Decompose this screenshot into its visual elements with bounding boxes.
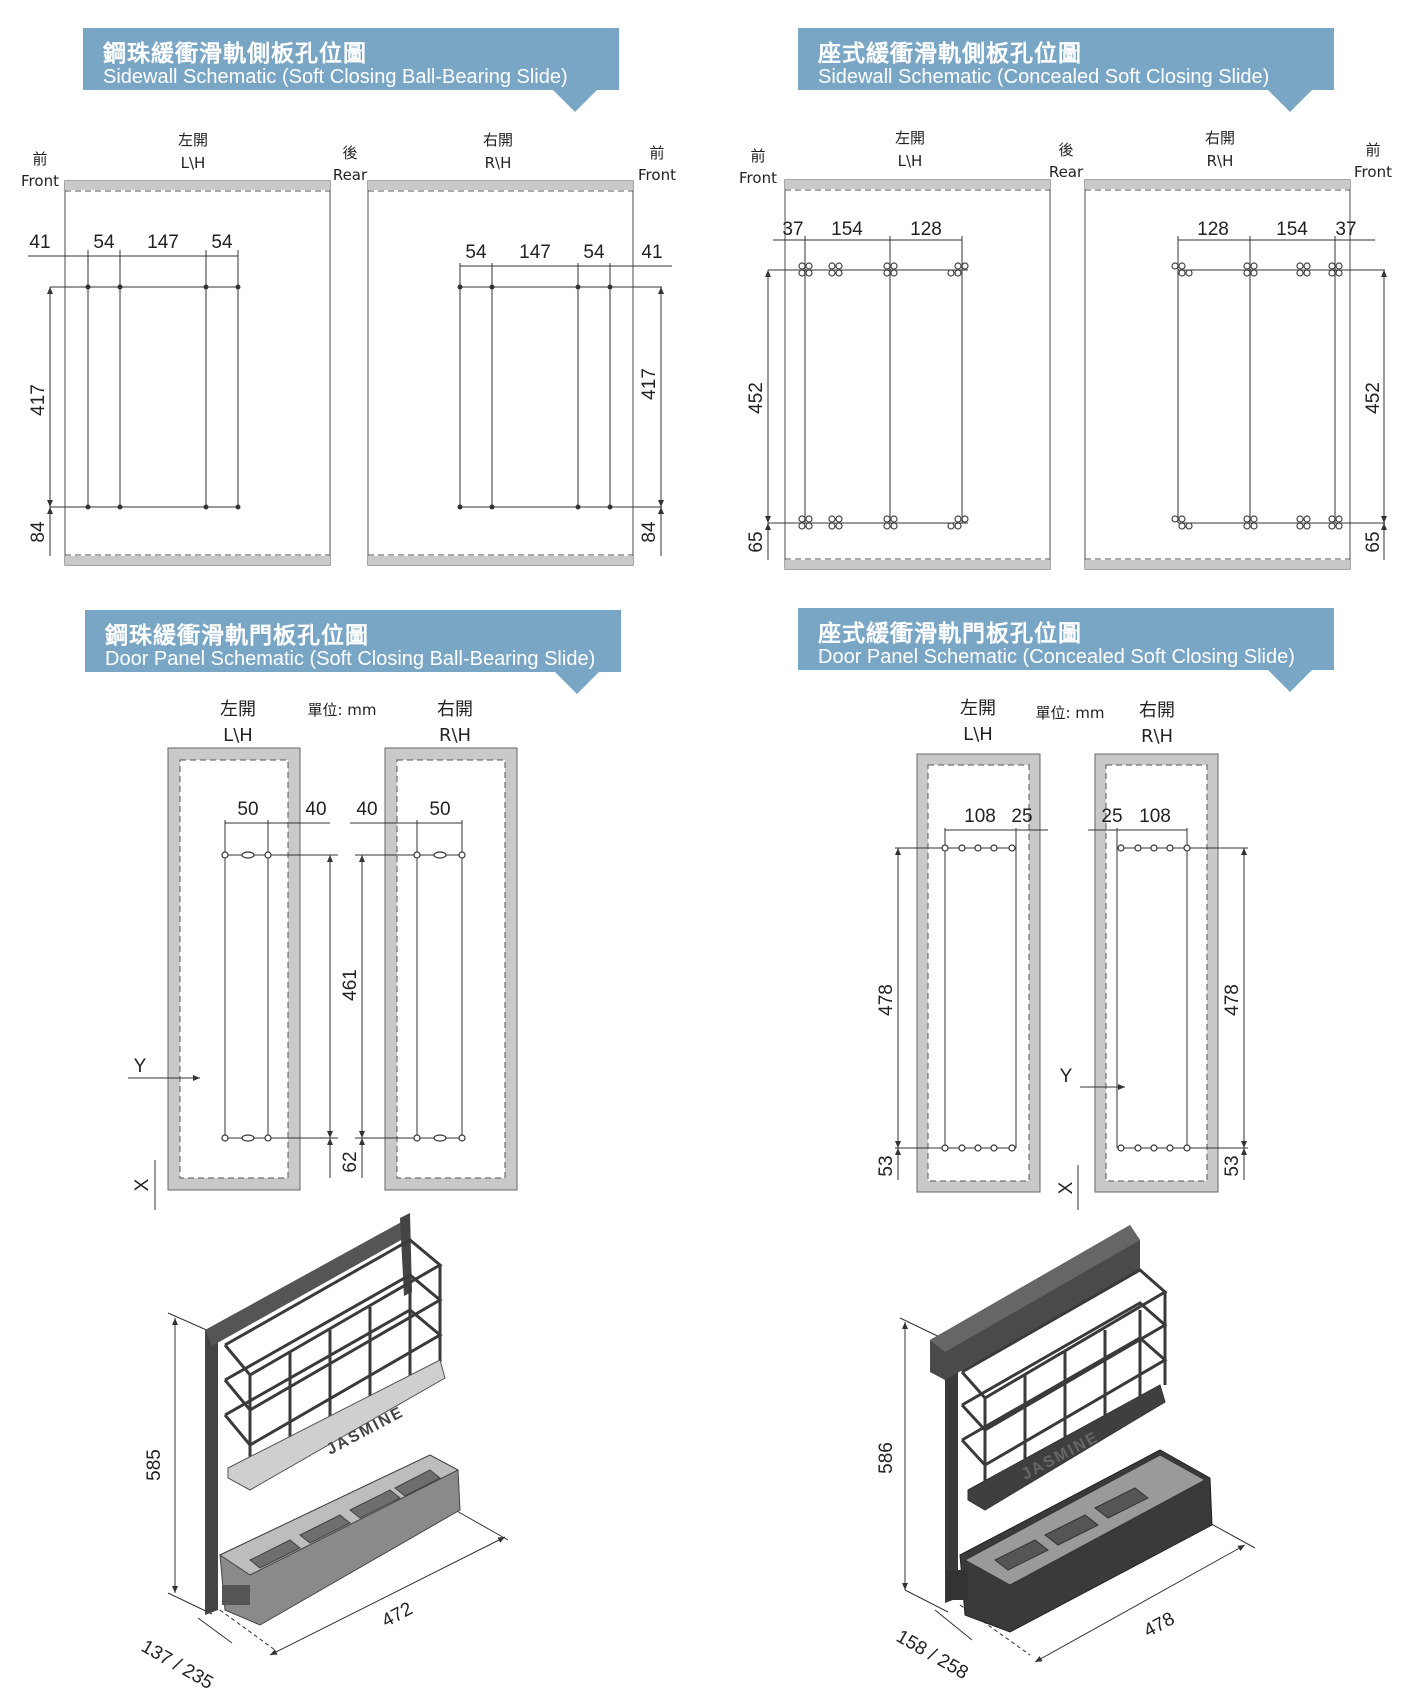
front-label-zh: 前: [1365, 141, 1380, 159]
dim-bottom: 65: [746, 531, 767, 552]
dim-bottom: 84: [28, 521, 49, 543]
right-hand-label-zh: 右開: [1205, 129, 1235, 147]
banner-title-en: Sidewall Schematic (Concealed Soft Closi…: [818, 66, 1270, 88]
banner-title-zh: 座式緩衝滑軌門板孔位圖: [818, 621, 1082, 647]
dim-width: 478: [1140, 1608, 1178, 1641]
door-concealed-labels: 左開 L\H 單位: mm 右開 R\H 108 25 25 108 478 5…: [876, 698, 1243, 1194]
right-hand-label-zh: 右開: [1139, 700, 1175, 721]
unit-label: 單位: mm: [1035, 704, 1104, 722]
banner-door-concealed: 座式緩衝滑軌門板孔位圖 Door Panel Schematic (Concea…: [798, 608, 1334, 692]
dim-value: 54: [93, 232, 115, 253]
dim-value: 50: [237, 799, 258, 820]
dim-value: 54: [211, 232, 233, 253]
dim-value: 25: [1101, 806, 1122, 827]
dim-bottom: 62: [340, 1151, 361, 1172]
banner-title-en: Door Panel Schematic (Concealed Soft Clo…: [818, 646, 1295, 668]
rear-label-zh: 後: [342, 144, 357, 162]
left-hand-label-en: L\H: [963, 724, 993, 745]
dim-height: 478: [1222, 984, 1243, 1016]
dim-value: 37: [782, 219, 803, 240]
dim-depth: 158 / 258: [893, 1626, 972, 1684]
banner-door-ball: 鋼珠緩衝滑軌門板孔位圖 Door Panel Schematic (Soft C…: [85, 610, 621, 694]
sidewall-ball-labels: 前 Front 左開 L\H 後 Rear 右開 R\H 前 Front 41 …: [21, 131, 676, 543]
dim-value: 154: [1276, 219, 1308, 240]
unit-label: 單位: mm: [307, 701, 376, 719]
banner-title-zh: 鋼珠緩衝滑軌側板孔位圖: [103, 41, 367, 67]
dim-value: 50: [429, 799, 450, 820]
front-label-en: Front: [1354, 163, 1392, 181]
dim-height: 452: [1363, 382, 1384, 414]
banner-title-zh: 座式緩衝滑軌側板孔位圖: [818, 41, 1082, 67]
rear-label-en: Rear: [1049, 163, 1084, 181]
left-hand-label-zh: 左開: [960, 698, 996, 719]
sidewall-concealed-labels: 前 Front 左開 L\H 後 Rear 右開 R\H 前 Front 37 …: [739, 129, 1392, 553]
dim-value: 25: [1011, 806, 1032, 827]
sidewall-ball-diagram: [28, 180, 672, 566]
product-concealed-rack: JASMINE 586 158 / 258 478: [876, 1225, 1256, 1684]
door-ball-diagram: [128, 747, 518, 1210]
front-label-en: Front: [638, 166, 676, 184]
dim-value: 147: [147, 232, 179, 253]
door-ball-labels: 左開 L\H 單位: mm 右開 R\H 50 40 40 50 461 62 …: [132, 699, 473, 1191]
dim-value: 40: [356, 799, 377, 820]
dim-value: 40: [305, 799, 326, 820]
dim-width: 472: [378, 1598, 416, 1631]
dim-height: 417: [28, 384, 49, 416]
banner-title-zh: 鋼珠緩衝滑軌門板孔位圖: [105, 623, 369, 649]
y-offset-label: Y: [1060, 1066, 1073, 1087]
front-label-en: Front: [21, 172, 59, 190]
banner-title-en: Door Panel Schematic (Soft Closing Ball-…: [105, 648, 596, 670]
dim-depth: 137 / 235: [138, 1636, 217, 1694]
right-hand-label-zh: 右開: [437, 699, 473, 720]
banner-title-en: Sidewall Schematic (Soft Closing Ball-Be…: [103, 66, 568, 88]
dim-bottom: 53: [876, 1155, 897, 1176]
banner-sidewall-ball: 鋼珠緩衝滑軌側板孔位圖 Sidewall Schematic (Soft Clo…: [83, 28, 619, 112]
dim-height: 452: [746, 382, 767, 414]
right-hand-label-zh: 右開: [483, 131, 513, 149]
rear-label-zh: 後: [1058, 141, 1073, 159]
dim-value: 37: [1335, 219, 1356, 240]
left-hand-label-zh: 左開: [895, 129, 925, 147]
dim-value: 154: [831, 219, 863, 240]
dim-value: 128: [1197, 219, 1229, 240]
right-hand-label-en: R\H: [1141, 726, 1173, 747]
dim-value: 108: [1139, 806, 1171, 827]
right-hand-label-en: R\H: [1207, 152, 1234, 170]
product-ball-bearing-rack: JASMINE 585 137 / 235 472: [138, 1213, 509, 1694]
dim-value: 108: [964, 806, 996, 827]
rear-label-en: Rear: [333, 166, 368, 184]
dim-height: 417: [639, 368, 660, 400]
dim-value: 147: [519, 242, 551, 263]
y-offset-label: Y: [134, 1056, 147, 1077]
left-hand-label-en: L\H: [223, 725, 253, 746]
front-label-zh: 前: [32, 150, 47, 168]
front-label-en: Front: [739, 169, 777, 187]
banner-sidewall-concealed: 座式緩衝滑軌側板孔位圖 Sidewall Schematic (Conceale…: [798, 28, 1334, 112]
dim-bottom: 65: [1363, 531, 1384, 552]
dim-value: 54: [583, 242, 605, 263]
left-hand-label-zh: 左開: [178, 131, 208, 149]
left-hand-label-zh: 左開: [220, 699, 256, 720]
x-offset-label: X: [132, 1178, 153, 1191]
door-concealed-diagram: [895, 753, 1248, 1210]
right-hand-label-en: R\H: [439, 725, 471, 746]
dim-height: 461: [340, 969, 361, 1001]
left-hand-label-en: L\H: [898, 152, 923, 170]
dim-height: 586: [876, 1442, 897, 1474]
front-label-zh: 前: [750, 147, 765, 165]
dim-bottom: 53: [1222, 1155, 1243, 1176]
right-hand-label-en: R\H: [485, 154, 512, 172]
dim-value: 41: [641, 242, 662, 263]
front-label-zh: 前: [649, 144, 664, 162]
left-hand-label-en: L\H: [181, 154, 206, 172]
dim-height: 478: [876, 984, 897, 1016]
dim-height: 585: [144, 1449, 165, 1481]
dim-value: 54: [465, 242, 487, 263]
sidewall-concealed-diagram: [765, 179, 1387, 570]
dim-bottom: 84: [639, 521, 660, 543]
dim-value: 41: [29, 232, 50, 253]
x-offset-label: X: [1056, 1181, 1077, 1194]
dim-value: 128: [910, 219, 942, 240]
